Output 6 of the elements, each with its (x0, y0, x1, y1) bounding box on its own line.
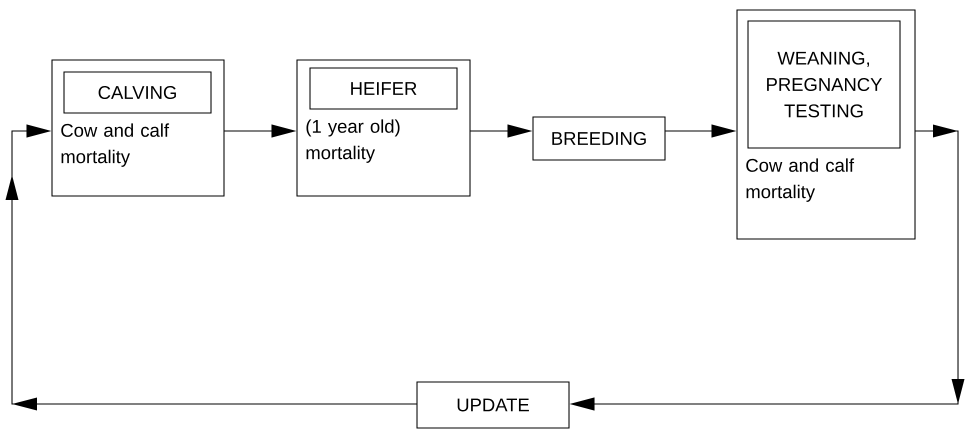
stage-title-box: WEANING, PREGNANCY TESTING (747, 20, 901, 149)
stage-title-box: HEIFER (309, 67, 458, 110)
stage-box: UPDATE (416, 381, 570, 429)
stage-box: BREEDING (532, 116, 666, 161)
stage-title-box: CALVING (63, 71, 212, 114)
arrow (6, 124, 416, 410)
